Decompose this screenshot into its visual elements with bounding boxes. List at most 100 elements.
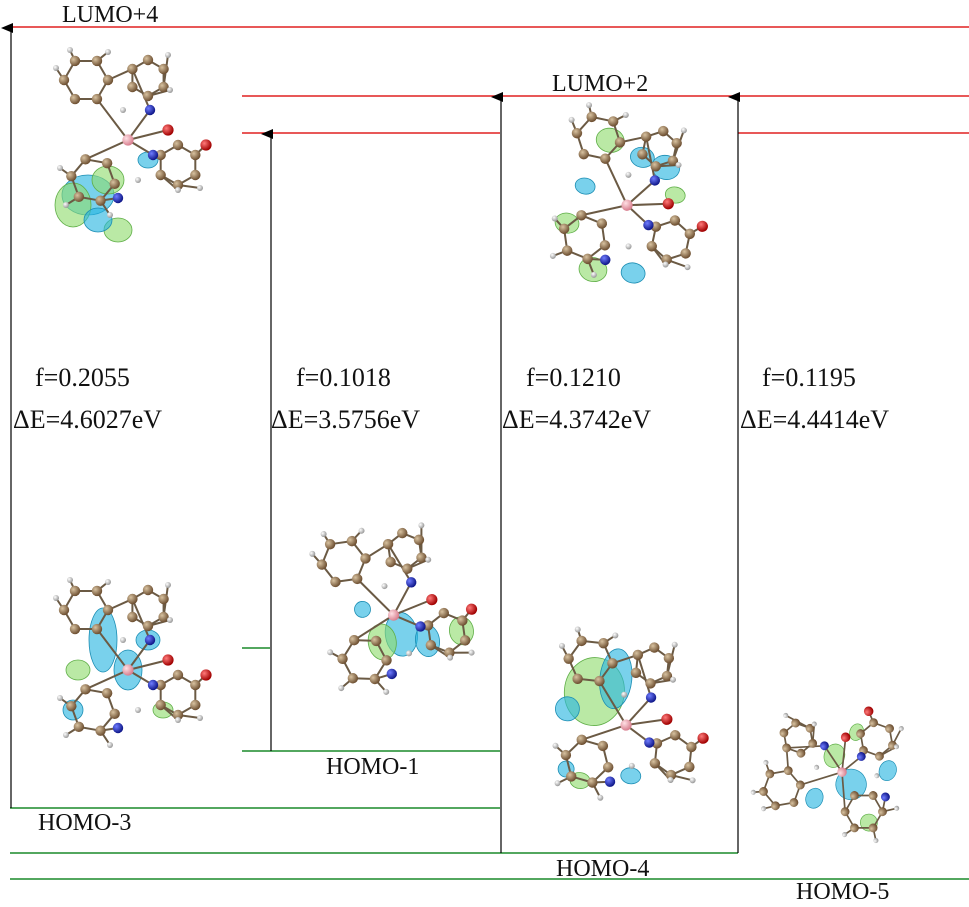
atom-n (643, 219, 654, 231)
atom-c (576, 734, 587, 746)
atom-c (782, 743, 792, 753)
lumo2-orbital-image (549, 102, 708, 284)
lumo4-label: LUMO+4 (62, 2, 158, 28)
atom-h (842, 831, 848, 838)
atom-c (637, 149, 648, 160)
atom-c (596, 218, 608, 229)
atom-h (558, 642, 565, 649)
atom-n (144, 104, 156, 116)
atom-h (667, 777, 674, 784)
atom-c (457, 615, 468, 626)
atom-c (382, 538, 394, 550)
bond (625, 696, 652, 726)
orbital-lobe (620, 262, 646, 284)
atom-h (763, 759, 769, 766)
atom-c (381, 655, 392, 666)
bond (387, 543, 413, 583)
atom-h (197, 185, 203, 191)
atom-h (552, 742, 559, 749)
atom-c (422, 620, 434, 631)
atom-c (684, 761, 695, 773)
atom-c (868, 791, 878, 800)
bond (127, 109, 151, 141)
homo3-orbital-image (53, 577, 212, 748)
atom-h (175, 717, 181, 723)
atom-h (893, 744, 900, 750)
atom-o (696, 220, 708, 232)
atom-o (162, 654, 174, 666)
orbital-lobe (65, 659, 91, 681)
bond (353, 614, 395, 641)
atom-c (142, 90, 154, 102)
atom-c (172, 669, 184, 681)
atom-o (661, 713, 673, 725)
atom-o (662, 198, 674, 210)
homo1-orbital-image (309, 522, 478, 695)
atom-o (465, 603, 478, 615)
homo3-label: HOMO-3 (38, 810, 131, 836)
atom-h (383, 688, 390, 695)
atom-c (645, 678, 656, 689)
atom-h (590, 271, 597, 278)
atom-h (338, 685, 345, 692)
atom-c (369, 673, 381, 685)
atom-h (57, 165, 63, 171)
atom-h (67, 47, 73, 53)
atom-c (158, 81, 169, 93)
atom-c (598, 637, 609, 649)
atom-n (147, 149, 159, 161)
atom-c (155, 149, 166, 161)
atom-c (155, 679, 166, 691)
atom-h (597, 794, 604, 801)
atom-c (95, 195, 106, 206)
atom-c (586, 111, 597, 123)
atom-n (644, 737, 655, 748)
atom-o (863, 706, 874, 717)
atom-h (783, 712, 789, 718)
bond (581, 724, 627, 741)
atom-h (165, 582, 171, 588)
atom-c (783, 766, 793, 776)
atom-c (650, 161, 661, 172)
atom-c (73, 191, 85, 203)
atom-c (805, 723, 815, 733)
atom-c (587, 777, 598, 788)
atom-c (663, 652, 675, 664)
atom-h (761, 806, 767, 812)
atom-h (167, 617, 173, 623)
atom-h (53, 595, 59, 601)
orbital-lobe (354, 600, 371, 618)
atom-o (200, 669, 212, 681)
atom-c (155, 169, 166, 181)
atom-c (127, 611, 138, 623)
orbital-lobe (91, 165, 125, 195)
atom-c (101, 687, 113, 699)
bond (85, 669, 129, 691)
atom-h (671, 641, 678, 648)
atom-c (558, 223, 570, 235)
orbital-lobes-back (805, 723, 897, 832)
atom-h (57, 695, 63, 701)
atom-n (112, 192, 124, 204)
bond (625, 718, 668, 727)
atom-c (316, 559, 328, 570)
atom-h (750, 789, 756, 795)
atom-c (444, 647, 455, 658)
atom-c (791, 718, 801, 728)
bond (823, 745, 843, 773)
homo5-label: HOMO-5 (796, 879, 889, 905)
atom-c (789, 798, 799, 807)
molecule-skeleton (309, 522, 478, 695)
atom-c (850, 791, 859, 800)
atom-o (426, 594, 438, 606)
atom-c (330, 576, 341, 588)
atom-h (894, 805, 900, 811)
atom-h (680, 127, 687, 134)
atom-o (162, 124, 174, 136)
atom-h (551, 215, 558, 222)
atom-c (337, 653, 348, 665)
atom-c (661, 670, 673, 682)
atom-c (671, 137, 682, 149)
bond (356, 578, 395, 616)
